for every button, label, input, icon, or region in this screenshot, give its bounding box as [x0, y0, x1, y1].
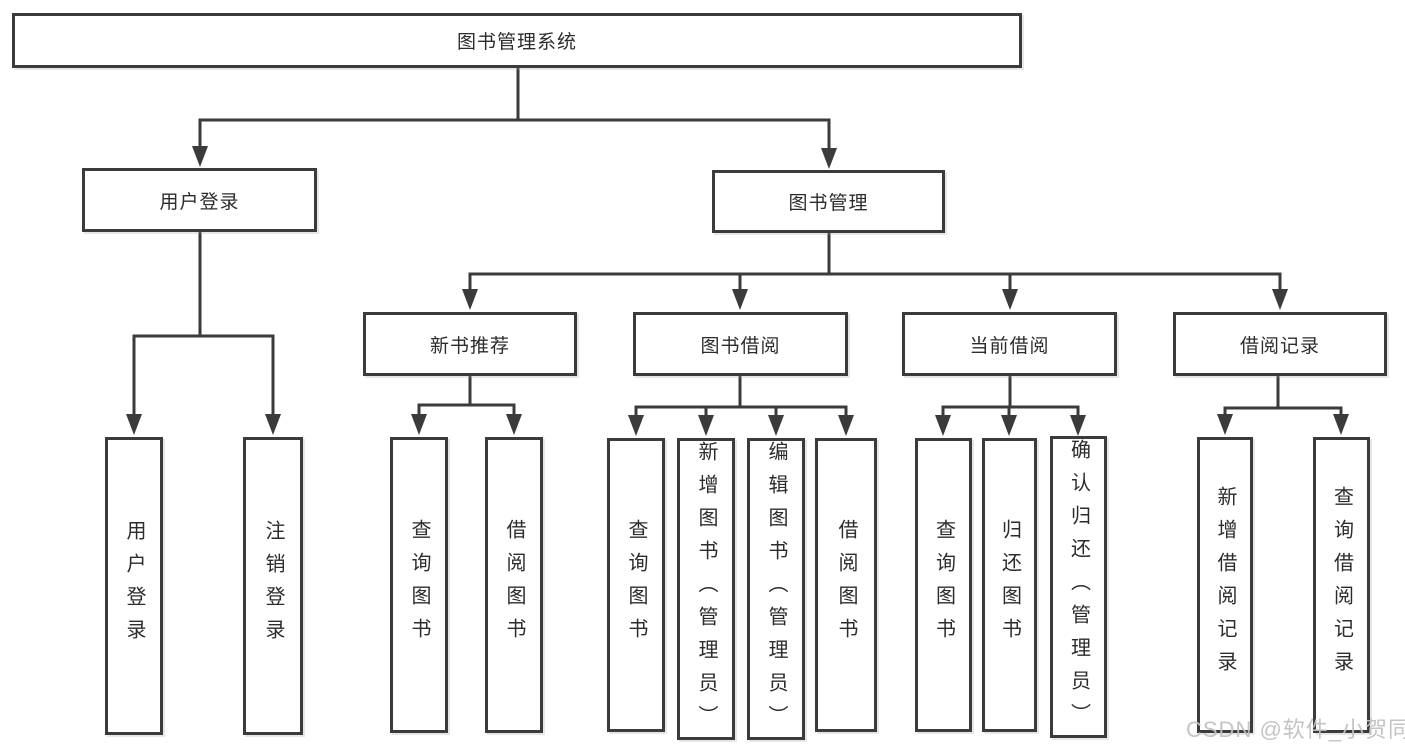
- leaf-records-add-label: 新增借阅记录: [1214, 486, 1236, 684]
- arrowhead: [628, 415, 644, 436]
- arrowhead: [838, 415, 854, 436]
- leaf-current-query-label: 查询图书: [932, 519, 955, 651]
- node-book-manage-label: 图书管理: [788, 193, 869, 214]
- node-root: 图书管理系统: [12, 13, 1022, 68]
- node-current-borrow: 当前借阅: [902, 312, 1117, 376]
- connector-root-to-level2: [192, 66, 837, 169]
- connector-records-to-leaves: [1217, 374, 1349, 435]
- arrowhead: [265, 414, 281, 435]
- connector-login-to-leaves: [126, 230, 281, 435]
- leaf-borrow-query: 查询图书: [607, 438, 665, 732]
- connector-current-to-leaves: [935, 374, 1086, 436]
- arrowhead: [1333, 414, 1349, 435]
- leaf-records-query: 查询借阅记录: [1313, 437, 1370, 733]
- arrowhead: [768, 415, 784, 436]
- leaf-user-login-label: 用户登录: [123, 520, 145, 652]
- leaf-newbooks-query-label: 查询图书: [408, 519, 430, 651]
- node-current-borrow-label: 当前借阅: [969, 335, 1050, 357]
- arrowhead: [1272, 289, 1288, 310]
- leaf-borrow-query-label: 查询图书: [625, 519, 647, 651]
- node-new-books-label: 新书推荐: [429, 335, 510, 357]
- arrowhead: [1002, 289, 1018, 310]
- leaf-newbooks-query: 查询图书: [390, 437, 448, 733]
- arrowhead: [411, 414, 427, 435]
- leaf-borrow-edit-admin-label: 编辑图书（管理员）: [765, 441, 787, 738]
- node-borrow-records-label: 借阅记录: [1239, 335, 1320, 357]
- leaf-records-add: 新增借阅记录: [1197, 437, 1253, 733]
- connector-newbooks-to-leaves: [411, 374, 522, 435]
- connector-manage-to-level3: [462, 231, 1288, 310]
- csdn-watermark: CSDN @软件_小贺同学: [1186, 717, 1405, 742]
- arrowhead: [1217, 414, 1233, 435]
- leaf-current-return-label: 归还图书: [998, 519, 1021, 651]
- leaf-current-return: 归还图书: [982, 438, 1037, 732]
- arrowhead: [821, 148, 837, 169]
- connector-borrow-to-leaves: [628, 374, 854, 436]
- node-book-borrow: 图书借阅: [633, 312, 848, 376]
- arrowhead: [732, 289, 748, 310]
- node-user-login-label: 用户登录: [159, 191, 240, 213]
- leaf-logout: 注销登录: [243, 437, 303, 735]
- leaf-borrow-edit-admin: 编辑图书（管理员）: [747, 438, 805, 740]
- node-root-label: 图书管理系统: [456, 32, 577, 53]
- leaf-borrow-add-admin: 新增图书（管理员）: [677, 438, 735, 740]
- leaf-records-query-label: 查询借阅记录: [1330, 486, 1353, 684]
- leaf-borrow-borrow-label: 借阅图书: [835, 519, 857, 651]
- leaf-current-query: 查询图书: [915, 438, 972, 732]
- arrowhead: [192, 146, 208, 167]
- node-book-borrow-label: 图书借阅: [700, 335, 781, 357]
- leaf-current-confirm-admin: 确认归还（管理员）: [1050, 436, 1107, 738]
- leaf-borrow-borrow: 借阅图书: [815, 438, 877, 732]
- leaf-user-login: 用户登录: [105, 437, 163, 735]
- arrowhead: [1001, 415, 1017, 436]
- arrowhead: [1070, 415, 1086, 436]
- node-borrow-records: 借阅记录: [1173, 312, 1387, 376]
- node-book-manage: 图书管理: [712, 170, 945, 233]
- arrowhead: [462, 289, 478, 310]
- arrowhead: [698, 415, 714, 436]
- leaf-logout-label: 注销登录: [262, 520, 284, 652]
- leaf-newbooks-borrow-label: 借阅图书: [503, 519, 525, 651]
- arrowhead: [935, 415, 951, 436]
- arrowhead: [506, 414, 522, 435]
- leaf-borrow-add-admin-label: 新增图书（管理员）: [695, 441, 717, 738]
- leaf-current-confirm-admin-label: 确认归还（管理员）: [1067, 439, 1090, 736]
- node-new-books: 新书推荐: [363, 312, 577, 376]
- node-user-login: 用户登录: [82, 168, 317, 232]
- leaf-newbooks-borrow: 借阅图书: [485, 437, 543, 733]
- arrowhead: [126, 414, 142, 435]
